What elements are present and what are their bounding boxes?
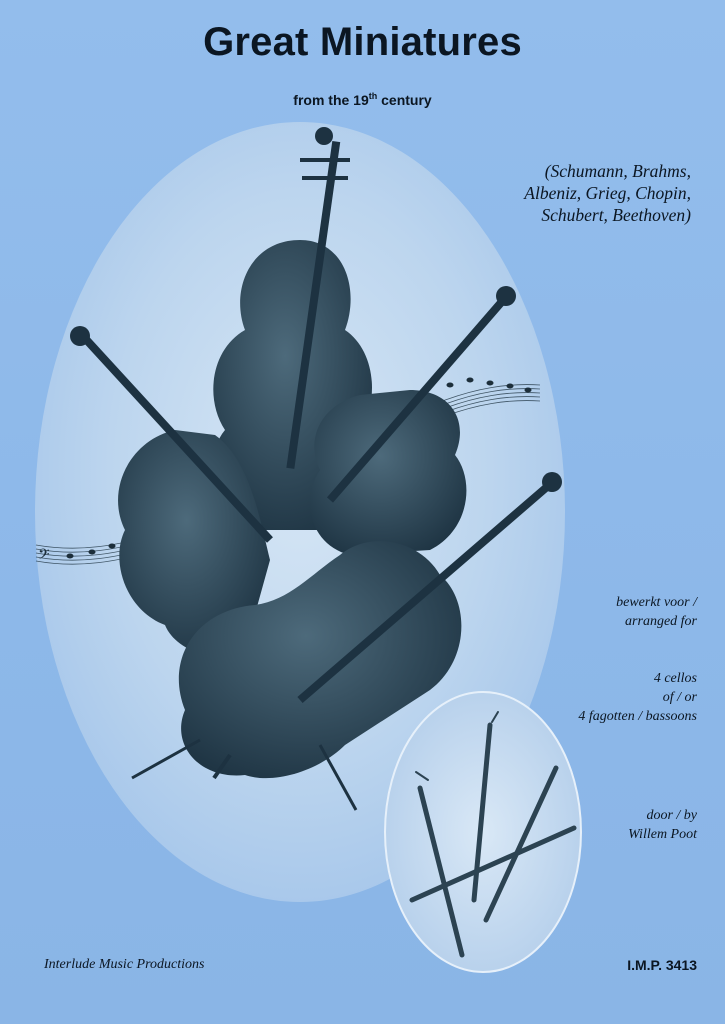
bassoons-illustration	[409, 711, 577, 958]
cello-left	[70, 326, 273, 656]
composer-list: (Schumann, Brahms, Albeniz, Grieg, Chopi…	[451, 160, 691, 226]
catalog-number: I.M.P. 3413	[627, 957, 697, 973]
arranged-line: bewerkt voor /	[616, 595, 697, 610]
cello-right	[310, 286, 516, 555]
instrument-line: 4 fagotten / bassoons	[578, 709, 697, 724]
composer-line: Albeniz, Grieg, Chopin,	[524, 183, 691, 203]
page-title: Great Miniatures	[203, 20, 522, 64]
small-oval	[384, 691, 582, 973]
arranged-line: arranged for	[625, 614, 697, 629]
subtitle: from the 19th century	[0, 91, 725, 108]
publisher-name: Interlude Music Productions	[44, 957, 205, 972]
arranger-byline: door / by Willem Poot	[497, 806, 697, 844]
subtitle-suffix: century	[377, 92, 432, 108]
instrumentation: 4 cellos of / or 4 fagotten / bassoons	[497, 669, 697, 726]
cello-front	[131, 472, 562, 811]
subtitle-superscript: th	[368, 91, 378, 101]
subtitle-prefix: from the 19	[293, 92, 369, 108]
instrument-line: of / or	[662, 690, 697, 705]
svg-text:𝄢: 𝄢	[38, 546, 50, 567]
instrument-line: 4 cellos	[653, 671, 697, 686]
arranged-for: bewerkt voor / arranged for	[497, 593, 697, 631]
byline-line: door / by	[646, 808, 697, 823]
composer-line: Schubert, Beethoven)	[541, 205, 691, 225]
composer-line: (Schumann, Brahms,	[544, 161, 691, 181]
byline-line: Willem Poot	[628, 827, 697, 842]
